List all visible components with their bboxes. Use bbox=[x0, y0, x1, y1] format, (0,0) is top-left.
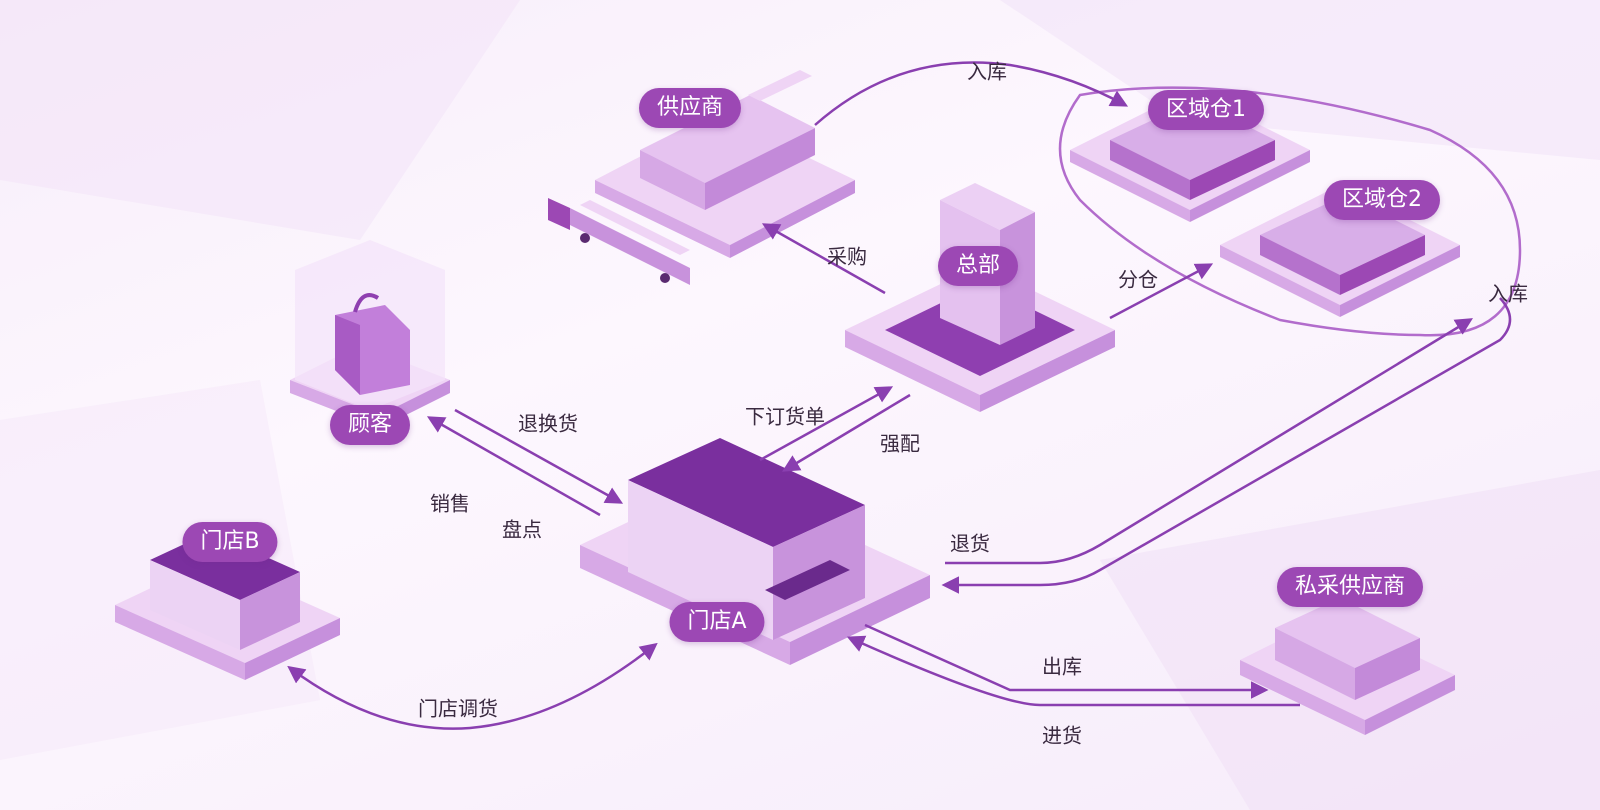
node-private-supplier[interactable]: 私采供应商 bbox=[1276, 567, 1424, 607]
node-customer[interactable]: 顾客 bbox=[329, 405, 411, 445]
arrow-exchange bbox=[454, 408, 624, 504]
arrow-outbound bbox=[864, 623, 1269, 699]
label-order: 下订货单 bbox=[745, 404, 825, 429]
arrow-order bbox=[759, 386, 894, 462]
label-return: 退货 bbox=[950, 531, 990, 556]
shopping-bag-icon bbox=[335, 293, 410, 395]
node-store-a[interactable]: 门店A bbox=[669, 602, 765, 642]
arrow-return bbox=[941, 297, 1512, 594]
arrow-restock bbox=[846, 635, 1300, 707]
warehouse1-building bbox=[1070, 90, 1310, 222]
arrow-sales bbox=[426, 416, 601, 517]
arrow-store-transfer bbox=[287, 642, 658, 730]
truck-icon bbox=[548, 198, 690, 285]
node-supplier[interactable]: 供应商 bbox=[638, 88, 742, 128]
label-outbound: 出库 bbox=[1042, 654, 1082, 679]
store-a-building bbox=[580, 438, 930, 665]
arrow-inbound-right bbox=[945, 318, 1473, 565]
label-inbound-top: 入库 bbox=[967, 59, 1007, 84]
label-inbound-right: 入库 bbox=[1488, 281, 1528, 306]
label-exchange: 退换货 bbox=[518, 411, 578, 436]
arrow-distribute bbox=[1109, 263, 1214, 320]
arrow-forced-allocation bbox=[781, 393, 911, 472]
label-forced-allocation: 强配 bbox=[880, 431, 920, 456]
private-supplier-building bbox=[1240, 598, 1455, 735]
node-store-b[interactable]: 门店B bbox=[182, 522, 278, 562]
node-warehouse2[interactable]: 区域仓2 bbox=[1324, 180, 1440, 220]
label-restock: 进货 bbox=[1042, 723, 1082, 748]
label-sales: 销售 bbox=[430, 491, 470, 516]
label-distribute: 分仓 bbox=[1118, 267, 1158, 292]
node-warehouse1[interactable]: 区域仓1 bbox=[1148, 90, 1264, 130]
hq-building bbox=[845, 183, 1115, 412]
label-store-transfer: 门店调货 bbox=[418, 696, 498, 721]
label-purchase: 采购 bbox=[827, 244, 867, 269]
supplier-building bbox=[595, 70, 855, 258]
flow-arrows bbox=[287, 61, 1512, 730]
label-inventory: 盘点 bbox=[502, 517, 542, 542]
arrow-purchase bbox=[761, 223, 886, 295]
node-hq[interactable]: 总部 bbox=[937, 246, 1019, 286]
arrow-inbound-top bbox=[814, 61, 1129, 126]
